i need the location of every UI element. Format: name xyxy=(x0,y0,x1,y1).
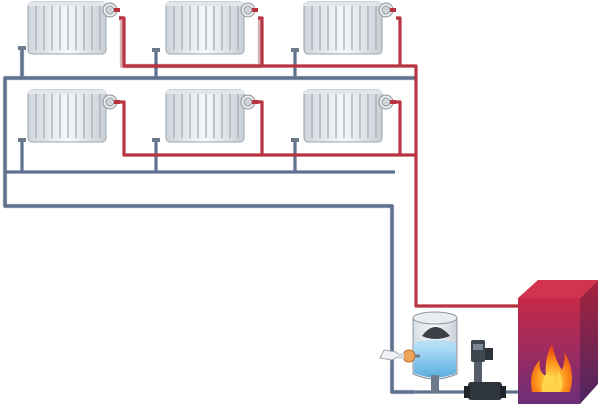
return-pipe-network xyxy=(2,47,523,395)
radiator-icon xyxy=(27,89,107,143)
radiator-bottom-right xyxy=(303,89,397,143)
radiator-icon xyxy=(27,1,107,55)
supply-pipe-network xyxy=(119,15,520,308)
boiler xyxy=(518,280,598,404)
ball-valve-icon xyxy=(379,349,420,363)
radiator-bottom-middle xyxy=(165,89,259,143)
radiator-connectors xyxy=(18,46,299,142)
expansion-tank xyxy=(412,311,458,393)
thermostatic-valve-icon xyxy=(240,94,259,110)
thermostatic-valve-icon xyxy=(240,2,259,18)
radiator-top-left xyxy=(27,1,121,55)
thermostatic-valve-icon xyxy=(102,2,121,18)
thermostatic-valve-icon xyxy=(378,94,397,110)
radiator-top-middle xyxy=(165,1,259,55)
radiator-icon xyxy=(165,89,245,143)
thermostatic-valve-icon xyxy=(378,2,397,18)
radiator-bottom-left xyxy=(27,89,121,143)
flame-icon xyxy=(531,344,572,392)
radiator-icon xyxy=(303,89,383,143)
thermostatic-valve-icon xyxy=(102,94,121,110)
radiator-top-right xyxy=(303,1,397,55)
circulation-pump xyxy=(464,340,506,400)
radiator-icon xyxy=(165,1,245,55)
radiator-icon xyxy=(303,1,383,55)
